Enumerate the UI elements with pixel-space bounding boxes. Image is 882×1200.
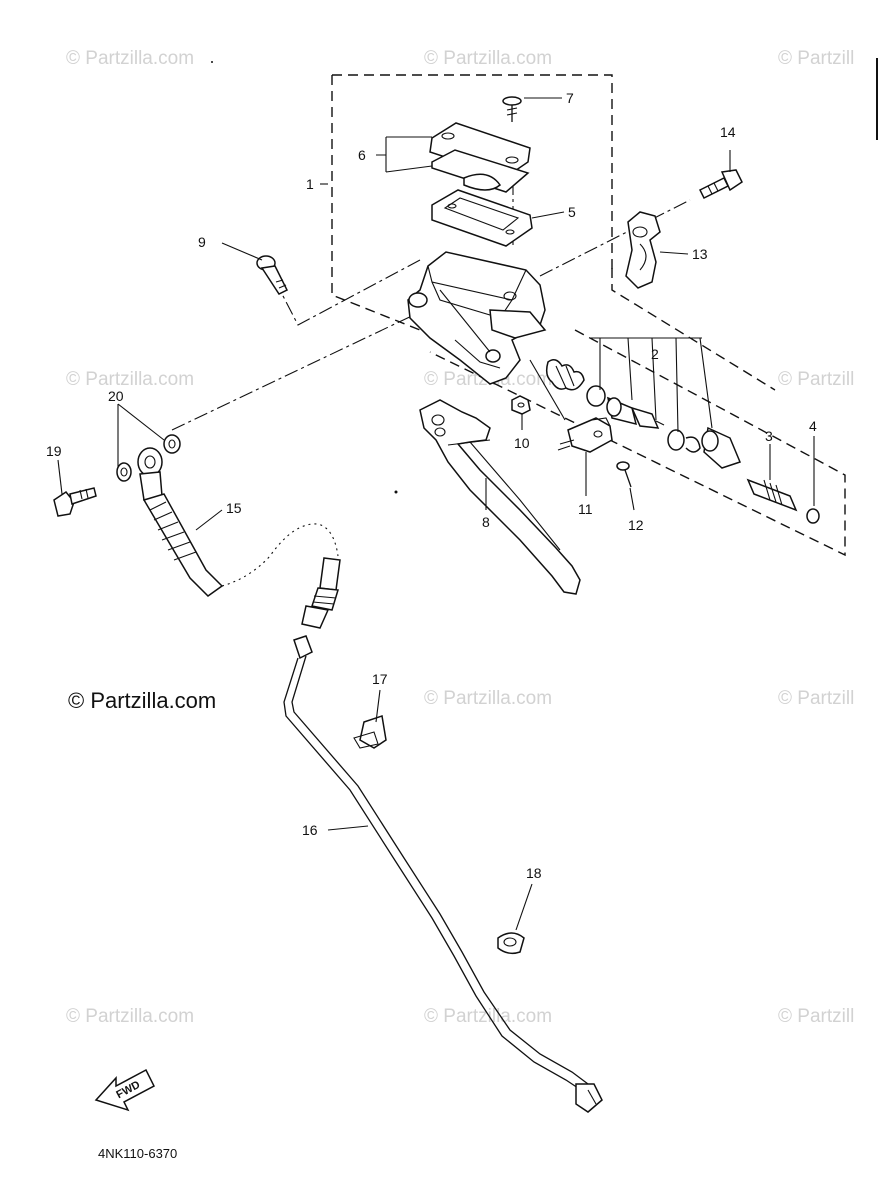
watermark: © Partzilla.com <box>66 1006 194 1027</box>
nut-10 <box>511 395 531 415</box>
watermark: © Partzilla.com <box>424 688 552 709</box>
brand-label: © Partzilla.com <box>68 688 216 713</box>
bolt-14 <box>698 169 743 200</box>
callout-2: 2 <box>651 346 659 362</box>
assembly-line <box>281 259 421 326</box>
dust-cap-4 <box>806 508 820 524</box>
callout-9: 9 <box>198 234 206 250</box>
callout-19: 19 <box>46 443 62 459</box>
switch-11 <box>557 417 613 453</box>
callout-3: 3 <box>765 428 773 444</box>
watermark: © Partzilla.com <box>424 1006 552 1027</box>
watermark: © Partzill <box>778 369 854 390</box>
gasket-5 <box>431 189 533 247</box>
watermarks: © Partzilla.com © Partzilla.com © Partzi… <box>66 48 854 1027</box>
callout-20: 20 <box>108 388 124 404</box>
callout-5: 5 <box>568 204 576 220</box>
speck <box>394 490 398 494</box>
callout-8: 8 <box>482 514 490 530</box>
callout-18: 18 <box>526 865 542 881</box>
watermark: © Partzilla.com <box>66 48 194 69</box>
watermark: © Partzilla.com <box>66 369 194 390</box>
piston-kit-2 <box>545 359 742 469</box>
brake-hose-15 <box>137 447 341 629</box>
speck <box>211 61 213 63</box>
union-bolt-19 <box>53 487 97 517</box>
leader-lines <box>57 97 815 931</box>
callout-14: 14 <box>720 124 736 140</box>
master-cylinder-kit-box <box>331 74 613 331</box>
callout-1: 1 <box>306 176 314 192</box>
callout-4: 4 <box>809 418 817 434</box>
screw-12 <box>616 461 632 488</box>
diagram-code: 4NK110-6370 <box>98 1146 177 1161</box>
watermark: © Partzill <box>778 1006 854 1027</box>
callout-15: 15 <box>226 500 242 516</box>
callout-17: 17 <box>372 671 388 687</box>
assembly-line <box>539 199 691 277</box>
callout-6: 6 <box>358 147 366 163</box>
watermark: © Partzill <box>778 48 854 69</box>
push-rod-3 <box>746 478 798 512</box>
fwd-arrow-icon: FWD <box>94 1068 155 1112</box>
holder-13 <box>625 211 661 289</box>
callouts: 1 2 3 4 5 6 7 8 9 10 11 12 13 14 15 16 1… <box>46 90 817 881</box>
assembly-line <box>529 359 566 421</box>
reservoir-cap-6 <box>429 122 531 193</box>
piston-kit-box <box>429 268 846 557</box>
watermark: © Partzill <box>778 688 854 709</box>
banjo-bolt-9 <box>256 255 289 295</box>
assembly-line <box>171 311 421 431</box>
callout-13: 13 <box>692 246 708 262</box>
callout-16: 16 <box>302 822 318 838</box>
clamp-18 <box>497 932 525 955</box>
brake-pipe-16 <box>283 635 603 1113</box>
watermark: © Partzilla.com <box>424 48 552 69</box>
lever-8 <box>419 399 581 595</box>
callout-10: 10 <box>514 435 530 451</box>
callout-11: 11 <box>578 501 593 517</box>
master-cylinder-body <box>407 251 547 385</box>
callout-12: 12 <box>628 517 644 533</box>
clip-17 <box>353 715 387 749</box>
callout-7: 7 <box>566 90 574 106</box>
screw-7 <box>502 96 522 122</box>
copper-washer-20 <box>116 434 181 482</box>
